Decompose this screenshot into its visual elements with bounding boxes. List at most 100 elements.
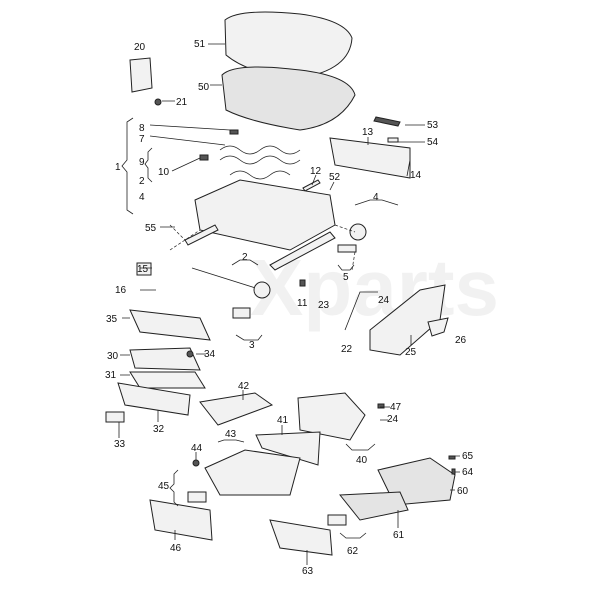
label-2: 2 [139,176,145,187]
label-50: 50 [198,82,210,93]
brace-1 [121,117,134,215]
label-63: 63 [302,566,314,577]
seat-rail [269,231,336,271]
part-47-clip [377,403,385,409]
label-31: 31 [105,370,117,381]
part-20-trim [129,57,153,93]
label-15: 15 [137,264,149,275]
part-26-cap [427,317,449,337]
part-2-mechanism [253,281,271,299]
label-16: 16 [115,285,127,296]
part-50-seat-cushion-foam [221,66,356,131]
brace-62 [339,532,367,539]
part-3-cap [232,307,251,319]
part-43-storage-box [204,449,301,496]
part-62-latch [327,514,347,526]
part-12-rod [302,179,321,192]
part-65-clip [448,455,456,460]
part-40-frame-box [297,392,366,441]
part-30-bracket [129,347,201,371]
label-47: 47 [390,402,402,413]
seat-frame [194,179,336,251]
part-8-clip [229,129,239,135]
label-5: 5 [343,272,349,283]
part-41-bracket [255,431,321,466]
part-46-front-cover [149,499,213,541]
label-54: 54 [427,137,439,148]
part-42-tray [199,392,274,426]
part-33-knob [105,411,125,423]
label-52: 52 [329,172,341,183]
label-14: 14 [410,170,422,181]
part-35-cushion-panel [129,309,211,341]
brace-5 [337,264,355,271]
label-46: 46 [170,543,182,554]
label-42: 42 [238,381,250,392]
label-10: 10 [158,167,170,178]
part-32-trim-panel [117,382,191,416]
label-64: 64 [462,467,474,478]
part-64-screw [451,468,456,475]
label-9: 9 [139,157,145,168]
part-54-pin [387,137,399,143]
part-2-shaft [191,267,263,291]
label-51: 51 [194,39,206,50]
label-41: 41 [277,415,289,426]
label-53: 53 [427,120,439,131]
part-13-bracket [329,137,411,179]
brace-45 [169,469,179,507]
label-24-screw: 24 [387,414,399,425]
label-25: 25 [405,347,417,358]
part-4-recliner [349,223,367,241]
label-55: 55 [145,223,157,234]
label-26: 26 [455,335,467,346]
label-3: 3 [249,340,255,351]
assembly-dashed-lines [169,224,356,271]
label-61: 61 [393,530,405,541]
brace-40 [345,443,376,451]
part-labels: 51 20 50 21 53 13 8 7 54 1 9 10 2 12 52 … [105,39,474,577]
label-4-recliner: 4 [373,192,379,203]
part-61-tray [338,491,409,521]
brace-43 [217,439,245,443]
part-53-clip [373,116,401,127]
label-44: 44 [191,443,203,454]
label-35: 35 [106,314,118,325]
label-40: 40 [356,455,368,466]
label-60: 60 [457,486,469,497]
label-62: 62 [347,546,359,557]
label-33: 33 [114,439,126,450]
label-22: 22 [341,344,353,355]
label-8: 8 [139,123,145,134]
part-10-clip [199,154,209,161]
label-21: 21 [176,97,188,108]
part-5-handle [337,244,357,253]
brace-4 [354,199,399,206]
label-24: 24 [378,295,390,306]
part-44-clip [192,459,200,467]
part-11-clip [299,279,306,287]
label-45: 45 [158,481,170,492]
label-2-mechanism: 2 [242,252,248,263]
label-32: 32 [153,424,165,435]
label-1: 1 [115,162,121,173]
part-15-bracket [136,262,152,276]
part-63-front-cover [269,519,333,556]
label-23: 23 [318,300,330,311]
label-34: 34 [204,349,216,360]
seat-rail-left [184,224,219,246]
label-7: 7 [139,134,145,145]
label-13: 13 [362,127,374,138]
brace-2 [231,259,259,266]
part-45-latch [187,491,207,503]
label-4: 4 [139,192,145,203]
part-21-nut [154,98,162,106]
label-12: 12 [310,166,322,177]
label-11: 11 [297,298,308,309]
part-22-wire [344,291,378,331]
part-31-bracket [129,371,206,389]
label-20: 20 [134,42,146,53]
label-43: 43 [225,429,237,440]
